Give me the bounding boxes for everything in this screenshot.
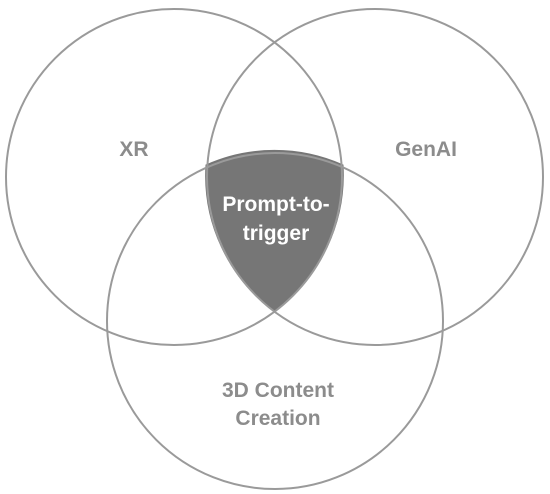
intersection-label-line-1: Prompt-to- [222,193,329,216]
genai-circle [206,8,544,346]
content-creation-circle [106,152,444,490]
xr-circle [5,8,343,346]
intersection-label-line-2: trigger [243,222,310,245]
genai-label: GenAI [395,138,457,161]
content-creation-label-line-1: 3D Content [222,379,334,402]
xr-label: XR [119,138,148,161]
content-creation-label-line-2: Creation [235,407,320,430]
